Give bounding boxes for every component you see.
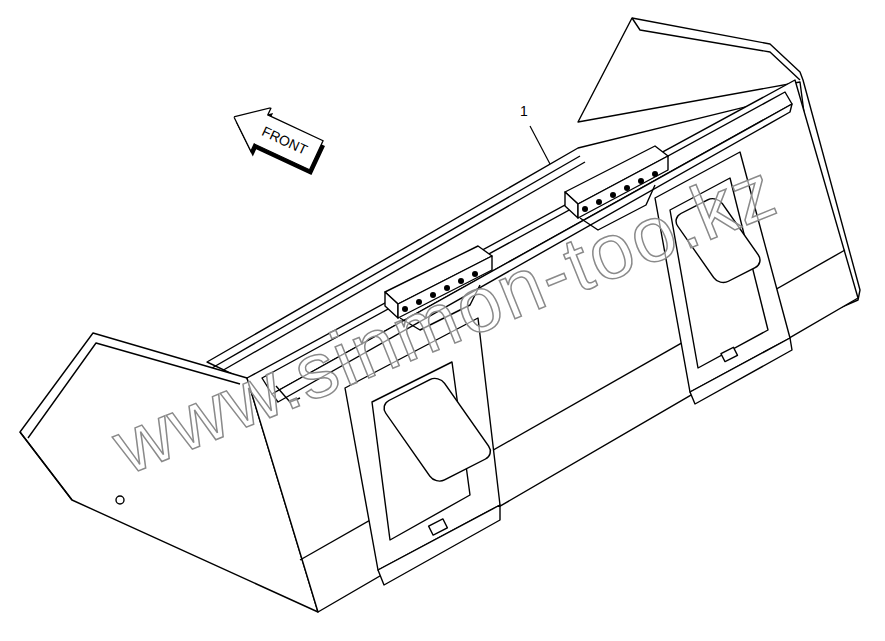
direction-arrow: FRONT — [221, 95, 332, 185]
callout-number: 1 — [518, 103, 530, 119]
leader-line — [530, 126, 550, 164]
